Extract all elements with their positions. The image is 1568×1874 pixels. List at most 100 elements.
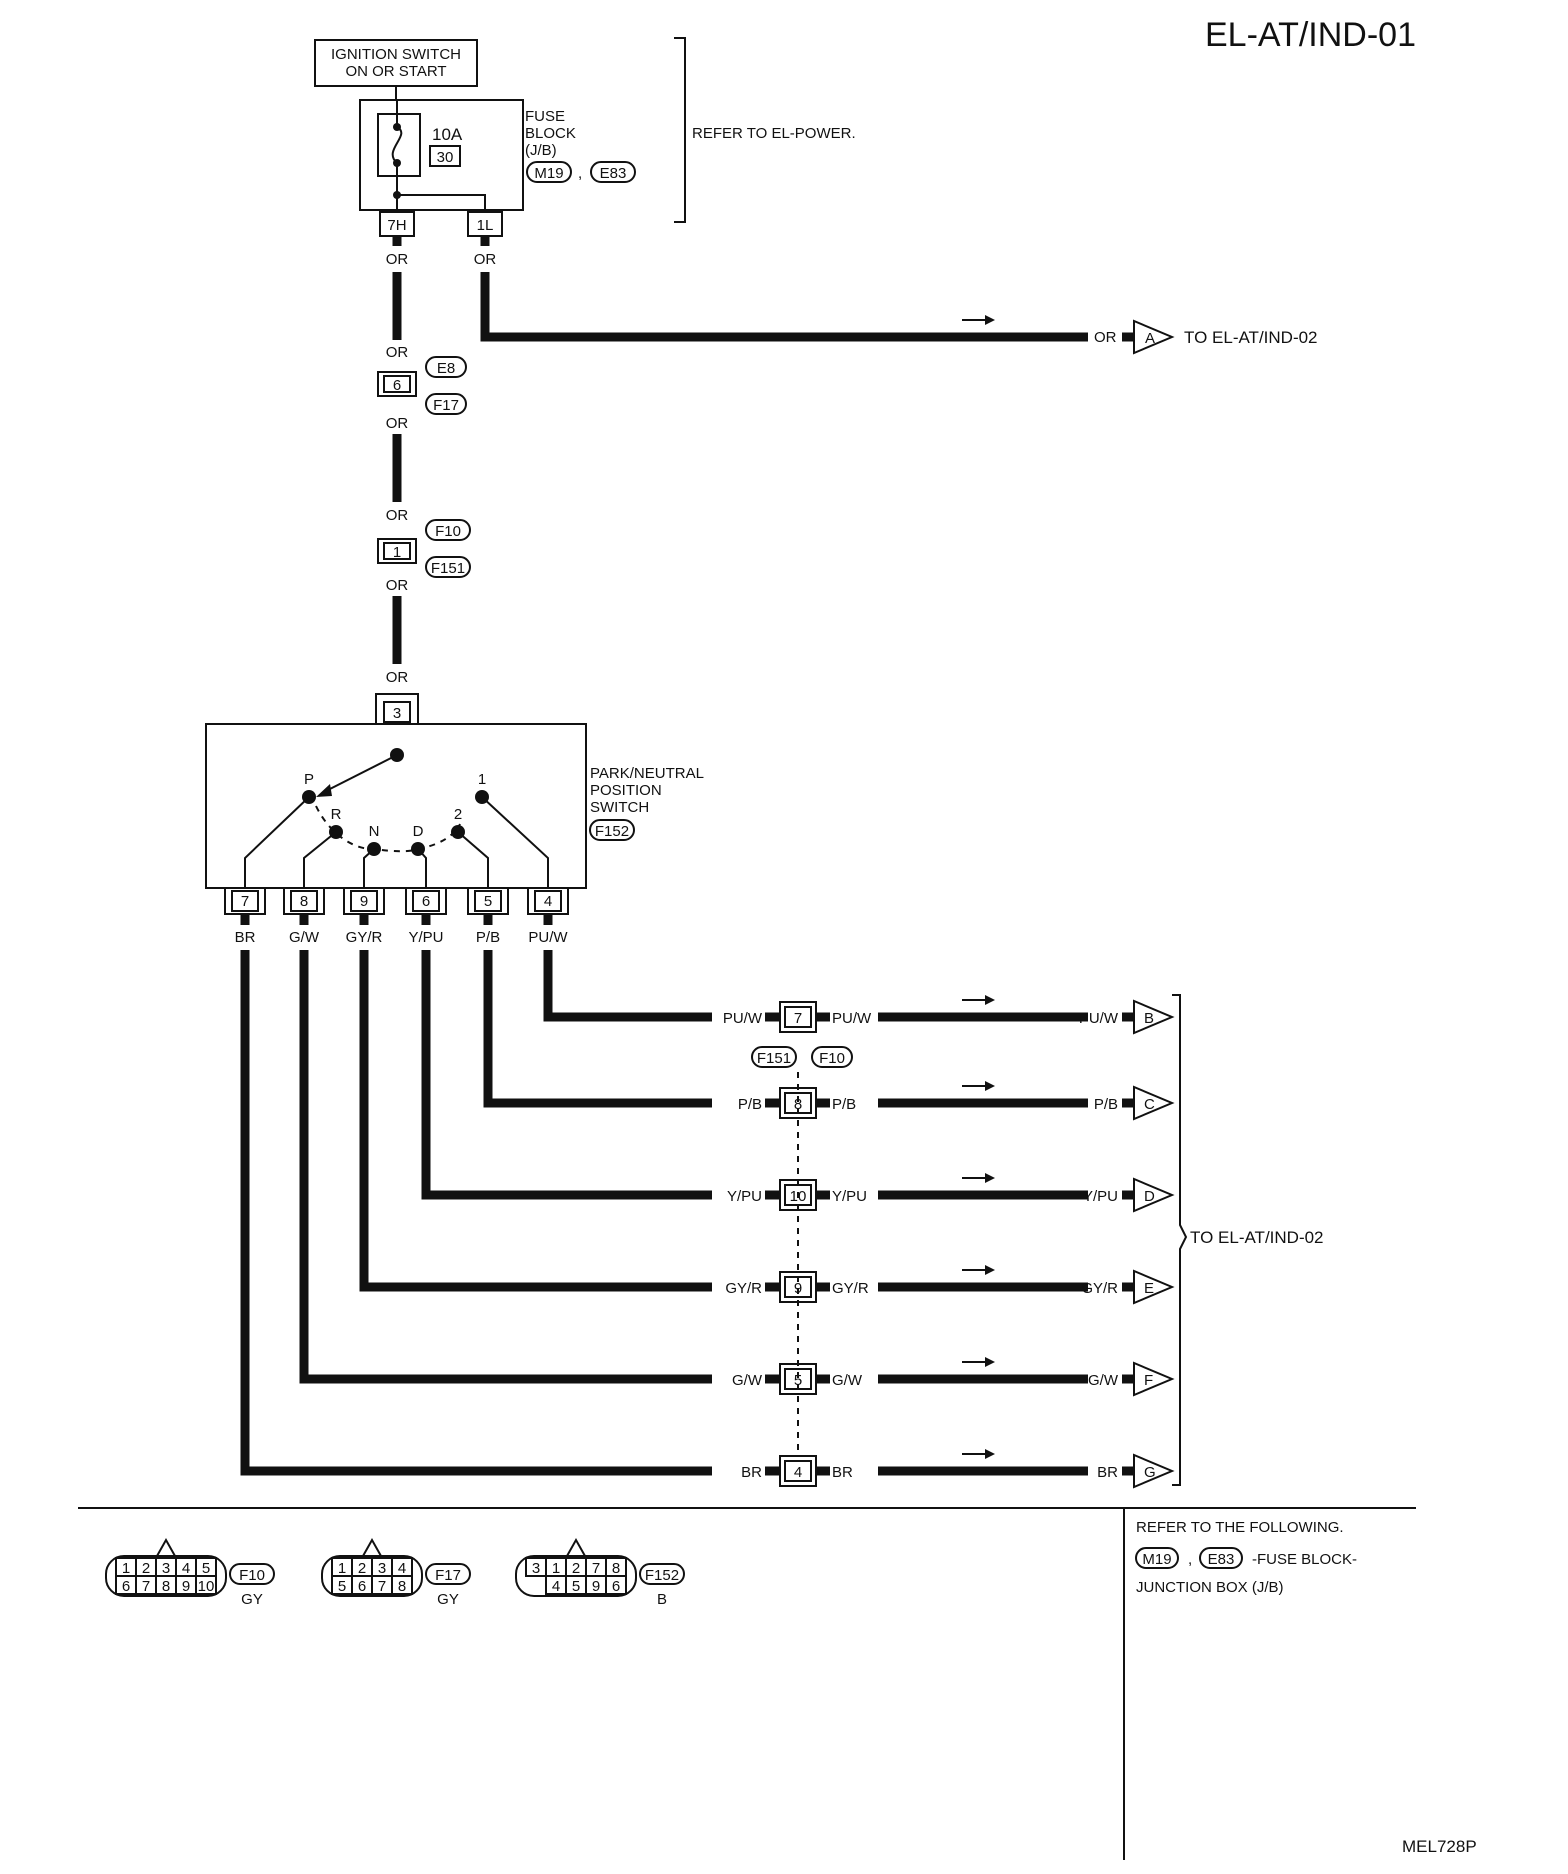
output-end-color: BR [1097,1464,1118,1481]
wire-color-7h: OR [386,251,409,268]
svg-text:1: 1 [552,1560,560,1577]
harness-connector-f10: F10 [819,1050,845,1067]
switch-line3: SWITCH [590,799,649,816]
svg-text:8: 8 [398,1578,406,1595]
output-right-color: BR [832,1464,853,1481]
output-letter: G [1144,1464,1156,1481]
fuse-block: 10A 30 FUSE BLOCK (J/B) M19 , E83 [359,99,636,218]
svg-text:4: 4 [552,1578,560,1595]
output-pin: 8 [794,1096,802,1113]
output-pin: 5 [794,1372,802,1389]
svg-text:10: 10 [198,1578,215,1595]
connector-view-id: F17 [435,1567,461,1584]
output-left-color: G/W [732,1372,763,1389]
svg-text:2: 2 [572,1560,580,1577]
svg-text:5: 5 [572,1578,580,1595]
output-letter: D [1144,1188,1155,1205]
fuse-pin-1l: 1L [467,211,503,237]
svg-text:8: 8 [300,893,308,910]
svg-text:,: , [1188,1551,1192,1568]
refer-following-desc1: -FUSE BLOCK- [1252,1551,1357,1568]
svg-text:8: 8 [162,1578,170,1595]
page-id: EL-AT/IND-01 [1205,16,1416,54]
switch-pin-6: 6 [405,887,447,915]
svg-text:F17: F17 [433,397,459,414]
svg-text:4: 4 [182,1560,190,1577]
switch-line1: PARK/NEUTRAL [590,765,704,782]
output-a-arrow: A [1133,319,1175,355]
switch-wire-color: BR [235,929,256,946]
fuse-block-connector-2: E83 [600,165,627,182]
output-right-color: P/B [832,1096,856,1113]
pos-2: 2 [454,806,462,823]
refer-following-desc2: JUNCTION BOX (J/B) [1136,1579,1284,1596]
switch-wire-color: Y/PU [408,929,443,946]
svg-text:6: 6 [393,377,401,394]
footer-code: MEL728P [1402,1837,1477,1856]
svg-text:9: 9 [182,1578,190,1595]
switch-wire-color: P/B [476,929,500,946]
output-left-color: Y/PU [727,1188,762,1205]
svg-text:6: 6 [612,1578,620,1595]
svg-text:4: 4 [398,1560,406,1577]
switch-pin-5: 5 [467,887,509,915]
fuse-pin-7h: 7H [379,211,415,237]
svg-text:OR: OR [386,344,409,361]
svg-text:6: 6 [358,1578,366,1595]
output-right-color: G/W [832,1372,863,1389]
svg-text:9: 9 [592,1578,600,1595]
fuse-block-separator: , [578,165,582,182]
output-letter: E [1144,1280,1154,1297]
connector-view-color: GY [241,1591,263,1608]
svg-text:5: 5 [202,1560,210,1577]
svg-text:1: 1 [393,544,401,561]
pos-d: D [413,823,424,840]
connector-view-id: F152 [645,1567,679,1584]
svg-text:1: 1 [338,1560,346,1577]
connector-view-id: F10 [239,1567,265,1584]
switch-pin-7: 7 [224,887,266,915]
harness-connector-f151: F151 [757,1050,791,1067]
svg-text:F10: F10 [435,523,461,540]
switch-pin-8: 8 [283,887,325,915]
output-letter: C [1144,1096,1155,1113]
svg-text:1: 1 [122,1560,130,1577]
svg-text:1L: 1L [477,217,494,234]
output-left-color: BR [741,1464,762,1481]
refer-following-conn-1: M19 [1142,1551,1171,1568]
output-left-color: PU/W [723,1010,763,1027]
switch-wire-color: GY/R [346,929,383,946]
refer-following-line1: REFER TO THE FOLLOWING. [1136,1519,1344,1536]
svg-text:2: 2 [142,1560,150,1577]
svg-text:5: 5 [338,1578,346,1595]
svg-text:7: 7 [378,1578,386,1595]
fuse-block-line2: BLOCK [525,125,576,142]
switch-pin-9: 9 [343,887,385,915]
svg-text:3: 3 [378,1560,386,1577]
output-end-color: GY/R [1081,1280,1118,1297]
wire-color-1l: OR [474,251,497,268]
park-neutral-switch: P R N D 2 1 [205,723,587,889]
pos-r: R [331,806,342,823]
pos-p: P [304,771,314,788]
svg-text:6: 6 [422,893,430,910]
output-right-color: PU/W [832,1010,872,1027]
switch-input-pin: 3 [375,693,419,725]
svg-text:7: 7 [241,893,249,910]
switch-line2: POSITION [590,782,662,799]
refer-following: REFER TO THE FOLLOWING. M19 , E83 -FUSE … [1135,1519,1357,1596]
inline-connector-e8-f17: 6 E8 F17 [377,356,467,415]
ignition-line2: ON OR START [345,63,446,80]
to-page-a: TO EL-AT/IND-02 [1184,328,1318,347]
switch-connector: F152 [595,823,629,840]
fuse-number: 30 [437,149,454,166]
output-letter: F [1144,1372,1153,1389]
fuse-block-line3: (J/B) [525,142,557,159]
output-end-color: P/B [1094,1096,1118,1113]
